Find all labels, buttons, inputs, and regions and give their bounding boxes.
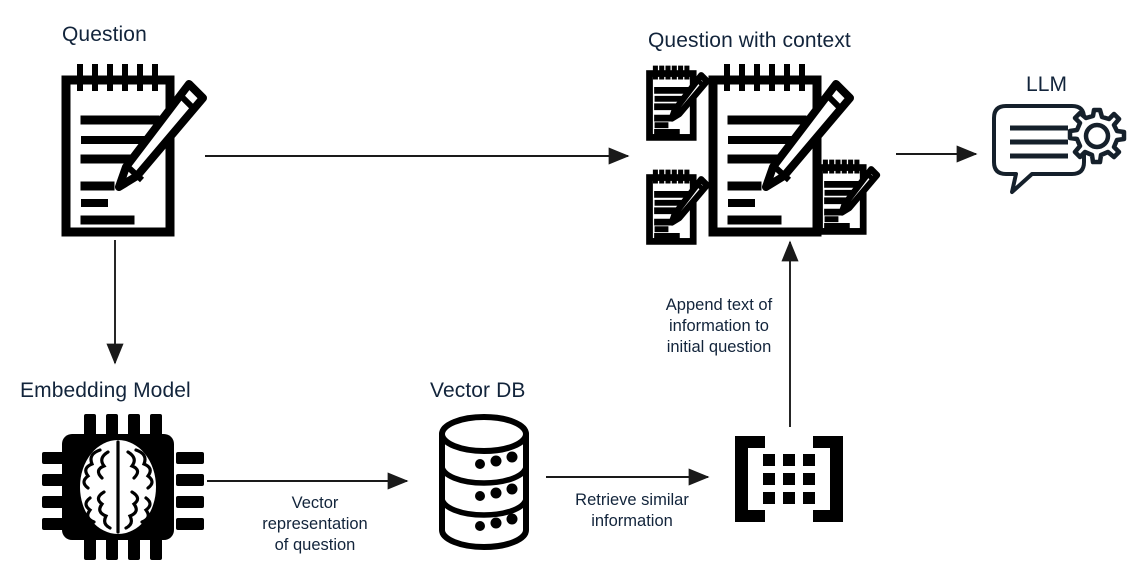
- notepad-pencil-group-icon: [646, 64, 881, 245]
- chat-bubble-gear-icon: [992, 104, 1127, 194]
- node-embedding-model: [40, 412, 204, 562]
- label-embedding-model: Embedding Model: [20, 379, 191, 402]
- label-question-with-context: Question with context: [648, 29, 851, 52]
- brain-chip-icon: [42, 414, 204, 560]
- main-notepad: [708, 64, 854, 237]
- node-llm: [988, 100, 1127, 200]
- label-question: Question: [62, 23, 147, 46]
- small-notepad-bottom-right: [816, 159, 881, 235]
- small-notepad-top-left: [646, 65, 711, 141]
- notepad-pencil-icon: [61, 64, 207, 237]
- label-llm: LLM: [1026, 73, 1068, 96]
- node-vector-db: [434, 412, 534, 552]
- edge-label-append-text: Append text of information to initial qu…: [665, 296, 773, 356]
- matrix-brackets-icon: [735, 436, 843, 522]
- node-question-with-context: [645, 58, 903, 250]
- label-vector-db: Vector DB: [430, 379, 526, 402]
- node-question: [60, 62, 208, 240]
- edge-label-retrieve-similar: Retrieve similar information: [575, 491, 689, 530]
- database-cylinder-icon: [439, 414, 529, 550]
- node-vector-matrix: [733, 434, 845, 524]
- small-notepad-bottom-left: [646, 169, 711, 245]
- edge-label-vector-representation: Vector representation of question: [262, 494, 368, 554]
